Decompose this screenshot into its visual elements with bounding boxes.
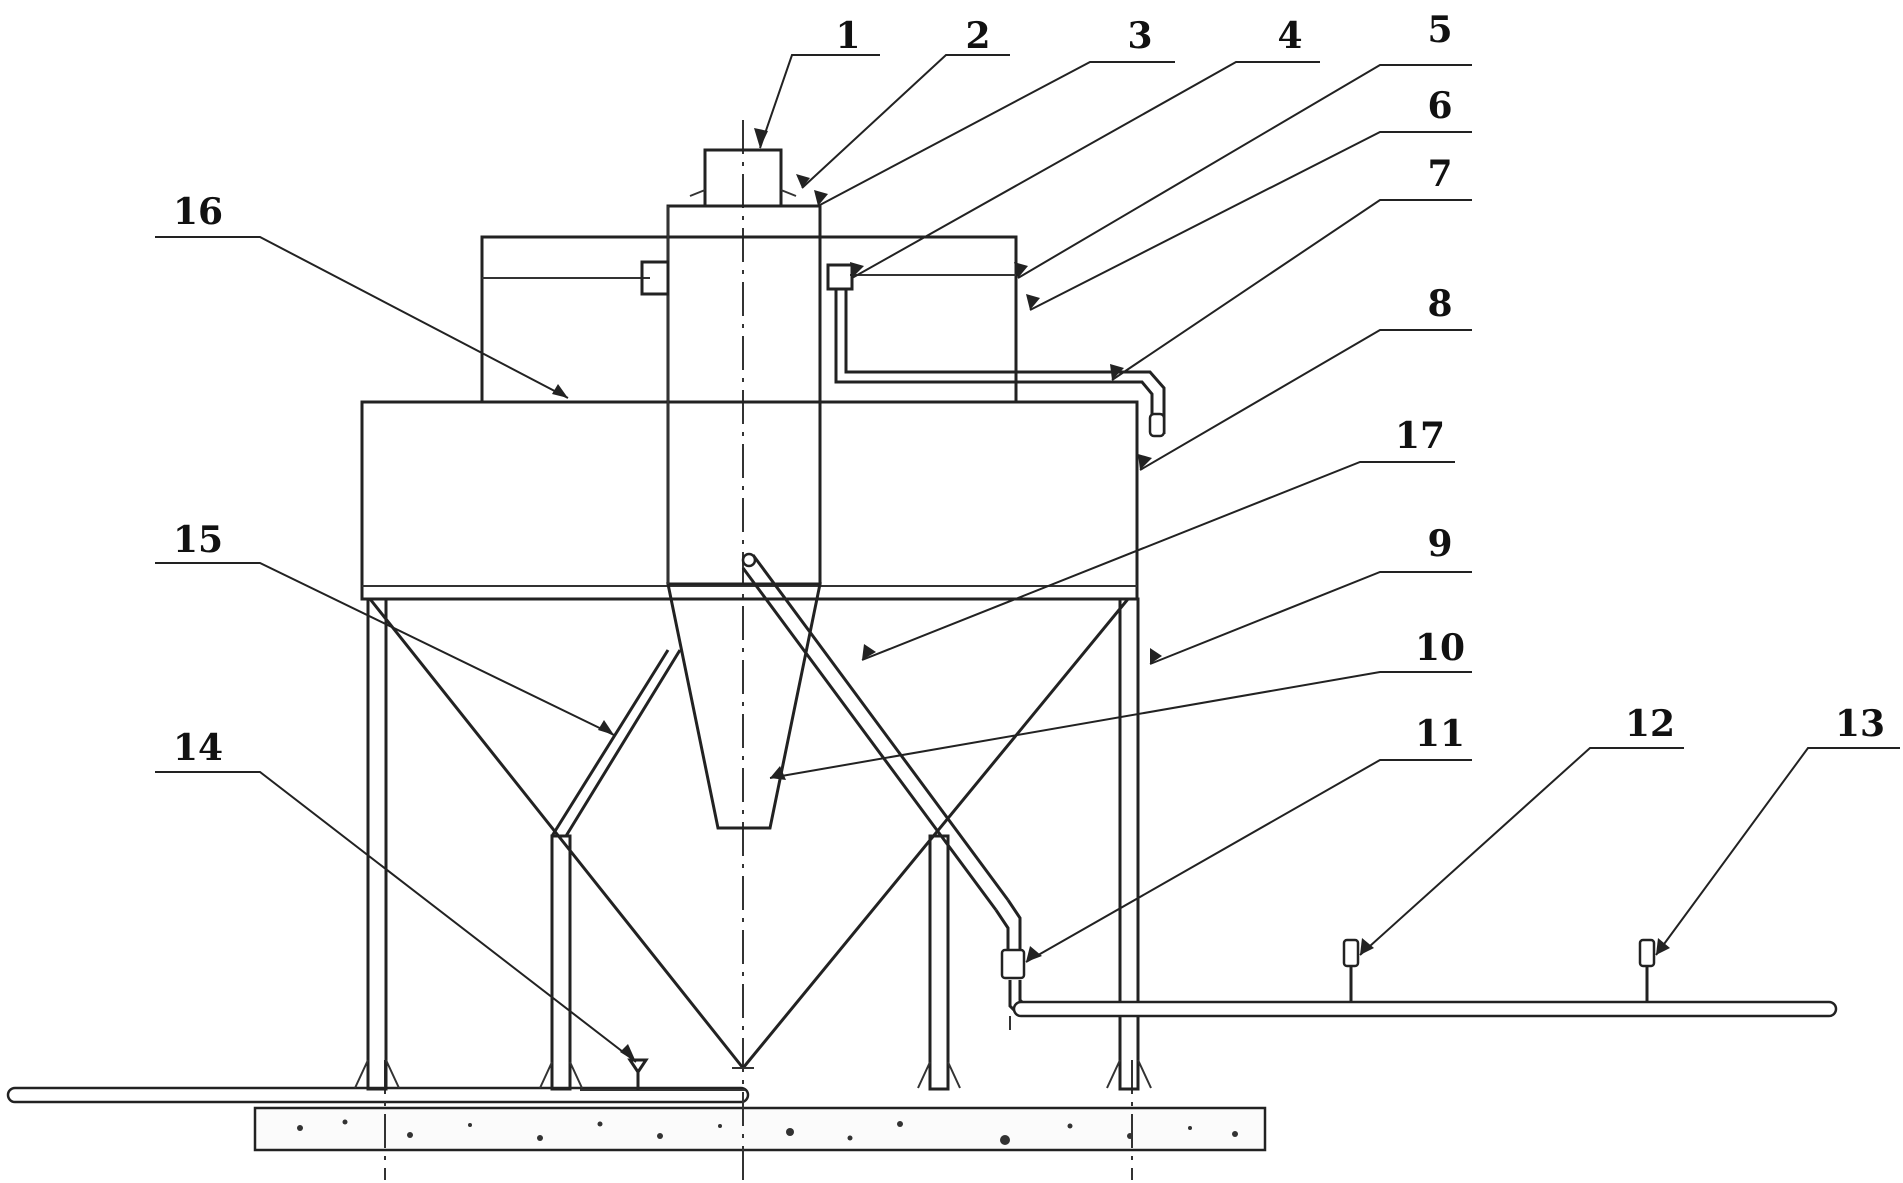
label-8: 8 <box>1427 283 1452 325</box>
label-1: 1 <box>835 15 860 57</box>
label-3: 3 <box>1127 15 1152 57</box>
label-5: 5 <box>1427 9 1452 51</box>
sprinkler-12 <box>1342 938 1360 1002</box>
label-13: 13 <box>1835 703 1885 745</box>
label-15: 15 <box>173 519 223 561</box>
foundation-slab <box>253 1106 1267 1152</box>
support-legs <box>354 597 1152 1091</box>
foundation-texture <box>297 1119 1238 1145</box>
hopper-cone <box>368 598 1130 1069</box>
label-17: 17 <box>1395 415 1445 457</box>
overflow-pipe <box>834 289 1166 438</box>
leader-lines <box>155 54 1900 1063</box>
outlet-flange <box>689 189 797 197</box>
diagonal-braces <box>550 649 682 837</box>
leader-arrows <box>552 128 1670 1062</box>
label-7: 7 <box>1427 153 1452 195</box>
bottom-pipe <box>6 1086 750 1104</box>
label-4: 4 <box>1277 15 1302 57</box>
top-outlet <box>703 148 783 208</box>
label-14: 14 <box>173 727 223 769</box>
upper-tank <box>480 235 1018 404</box>
valve-14 <box>627 1058 649 1090</box>
label-16: 16 <box>173 191 223 233</box>
right-inlet-box <box>826 263 854 291</box>
right-pipe <box>1012 1000 1838 1018</box>
label-2: 2 <box>965 15 990 57</box>
inclined-pipe <box>741 552 1022 968</box>
left-inlet-box <box>640 260 670 296</box>
label-10: 10 <box>1415 627 1465 669</box>
label-11: 11 <box>1415 713 1465 755</box>
label-6: 6 <box>1427 85 1452 127</box>
label-9: 9 <box>1427 523 1452 565</box>
sprinkler-13 <box>1638 938 1656 1002</box>
main-tank <box>360 400 1139 601</box>
label-12: 12 <box>1625 703 1675 745</box>
